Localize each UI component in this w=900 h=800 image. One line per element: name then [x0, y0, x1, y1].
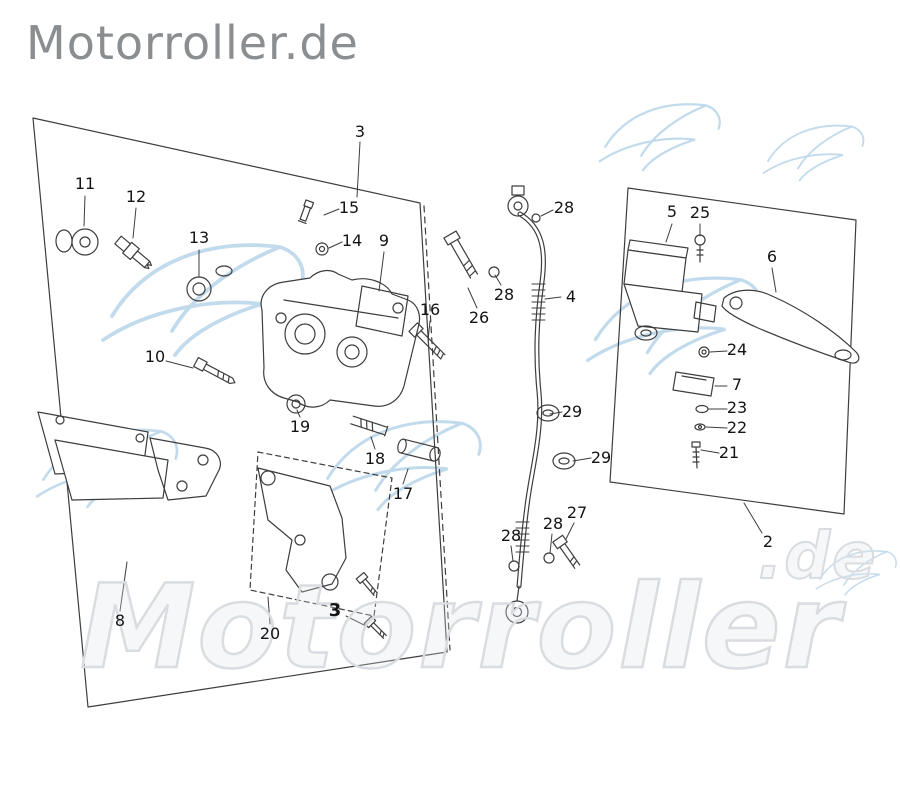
left-panel-outline [32, 117, 451, 708]
bleeder-screw [297, 199, 315, 225]
hose-bolt-lower [552, 534, 581, 569]
hose-bolt [443, 230, 479, 279]
reservoir-screw [694, 234, 706, 263]
clamp-screw [691, 441, 701, 469]
slide-pin [350, 415, 389, 437]
pivot-nut [698, 346, 710, 358]
caliper-bracket [257, 467, 347, 593]
lever-clamp [672, 371, 715, 397]
bracket-screw-a [355, 571, 378, 596]
dust-cap [55, 228, 99, 256]
brake-caliper [260, 269, 421, 408]
brake-pads [37, 411, 221, 501]
bracket-screw-b [363, 615, 387, 639]
bracket-dashed-box [249, 451, 393, 617]
hose-clip [536, 404, 576, 470]
site-logo: Motorroller.de [26, 16, 359, 70]
brake-lever [721, 289, 860, 364]
pad-pin [286, 394, 306, 414]
washer-23 [695, 404, 709, 414]
washer [488, 266, 500, 278]
mount-bolt [193, 356, 236, 385]
guide-pin [397, 438, 441, 462]
master-cylinder [623, 239, 717, 341]
watermark-swoosh-set [35, 103, 897, 596]
caliper-bolt [408, 322, 446, 360]
right-panel-outline [609, 187, 857, 515]
caliper-nut [186, 265, 233, 302]
brake-hose [505, 185, 555, 624]
bleed-plug [114, 235, 153, 270]
banjo-bolt [315, 242, 329, 256]
washer-22 [694, 423, 706, 431]
leader-lines [83, 141, 777, 627]
